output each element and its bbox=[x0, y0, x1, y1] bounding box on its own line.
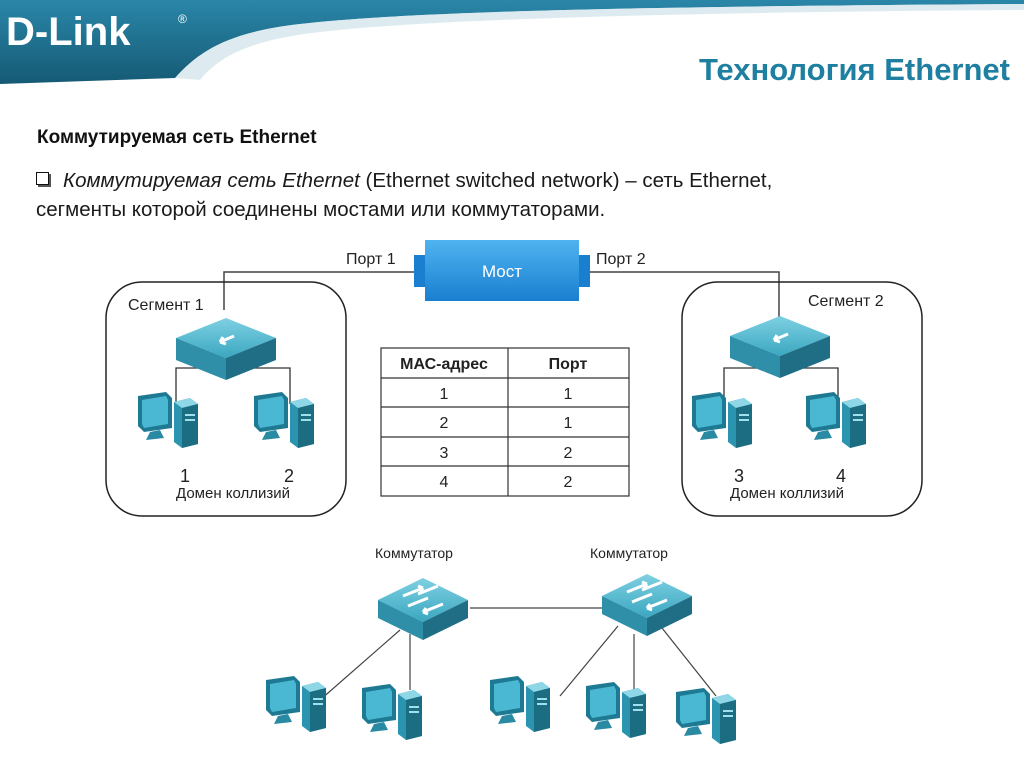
bridge-device: Мост bbox=[414, 240, 590, 301]
table-cell: 2 bbox=[564, 474, 573, 491]
bullet-rest: (Ethernet switched network) – сеть Ether… bbox=[359, 169, 773, 192]
bridge-label: Мост bbox=[482, 262, 522, 281]
segment2-label: Сегмент 2 bbox=[808, 293, 884, 310]
table-cell: 4 bbox=[440, 474, 449, 491]
pc1-icon bbox=[138, 392, 198, 448]
pc9-icon bbox=[676, 688, 736, 744]
collision-domain1-label: Домен коллизий bbox=[176, 485, 290, 502]
pc6-icon bbox=[362, 684, 422, 740]
pc8-icon bbox=[586, 682, 646, 738]
pc3-icon bbox=[692, 392, 752, 448]
hub1-icon bbox=[176, 318, 276, 380]
section-subtitle: Коммутируемая сеть Ethernet bbox=[37, 127, 317, 148]
port2-link bbox=[588, 271, 780, 318]
header-band bbox=[0, 0, 1024, 84]
bullet-line2: сегменты которой соединены мостами или к… bbox=[36, 198, 606, 221]
table-cell: 2 bbox=[440, 415, 449, 432]
slide-title: Технология Ethernet bbox=[699, 52, 1010, 87]
table-cell: 1 bbox=[440, 386, 449, 403]
hub2-icon bbox=[730, 316, 830, 378]
switch1-label: Коммутатор bbox=[375, 545, 453, 561]
bullet-term: Коммутируемая сеть Ethernet bbox=[63, 169, 360, 192]
switch1-icon bbox=[376, 576, 470, 642]
switch2-icon bbox=[600, 572, 694, 638]
definition-bullet: Коммутируемая сеть Ethernet (Ethernet sw… bbox=[36, 166, 996, 224]
pc5-icon bbox=[266, 676, 326, 732]
segment2-boundary bbox=[681, 281, 923, 517]
table-cell: 2 bbox=[564, 445, 573, 462]
segment1-boundary bbox=[105, 281, 347, 517]
collision-domain2-label: Домен коллизий bbox=[730, 485, 844, 502]
table-cell: 3 bbox=[440, 445, 449, 462]
dlink-logo: D-Link bbox=[6, 10, 131, 54]
mac-table: МАС-адрес Порт 1 1 2 1 3 2 4 2 bbox=[380, 347, 630, 497]
table-header-mac: МАС-адрес bbox=[400, 356, 488, 373]
port2-label: Порт 2 bbox=[596, 251, 646, 268]
switch2-label: Коммутатор bbox=[590, 545, 668, 561]
pc7-icon bbox=[490, 676, 550, 732]
host3-label: 3 bbox=[734, 466, 744, 486]
registered-mark: ® bbox=[178, 12, 187, 26]
port1-label: Порт 1 bbox=[346, 251, 396, 268]
segment1-label: Сегмент 1 bbox=[128, 297, 204, 314]
pc2-icon bbox=[254, 392, 314, 448]
table-cell: 1 bbox=[564, 386, 573, 403]
table-cell: 1 bbox=[564, 415, 573, 432]
host2-label: 2 bbox=[284, 466, 294, 486]
checkbox-bullet-icon bbox=[36, 172, 49, 185]
host4-label: 4 bbox=[836, 466, 846, 486]
pc4-icon bbox=[806, 392, 866, 448]
host1-label: 1 bbox=[180, 466, 190, 486]
port1-link bbox=[223, 271, 416, 310]
table-header-port: Порт bbox=[549, 356, 588, 373]
